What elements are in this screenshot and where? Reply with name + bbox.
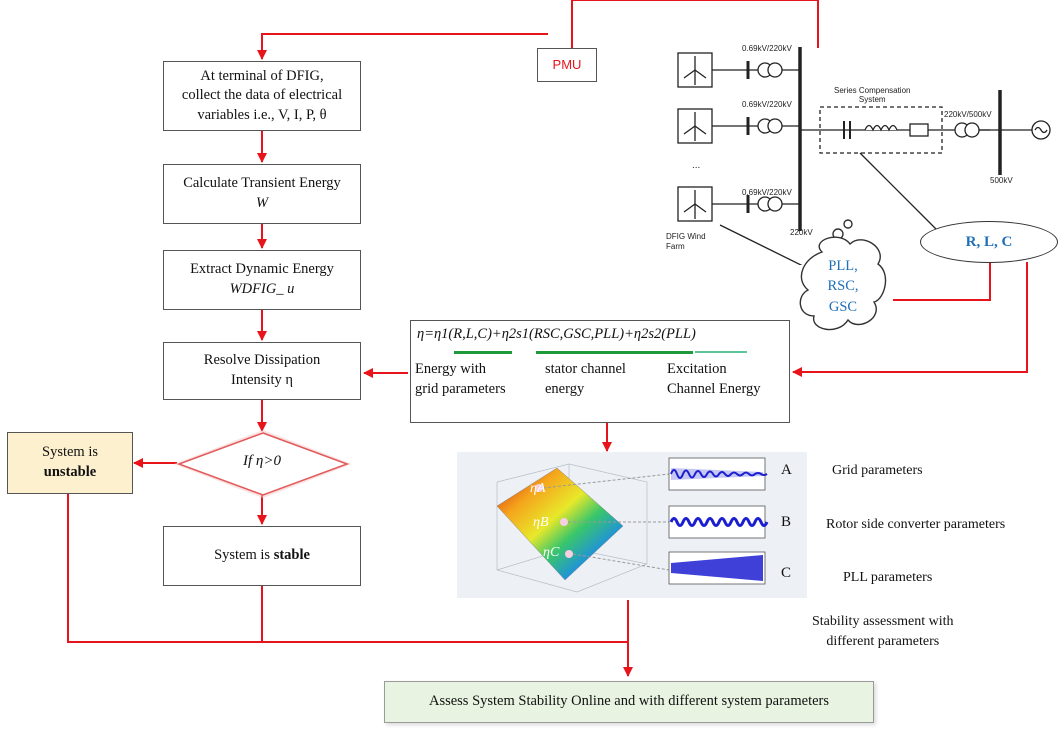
- row-a-letter: A: [781, 462, 792, 478]
- term-excitation-line-1: Excitation: [667, 361, 727, 377]
- waveform-panel-b: [668, 505, 769, 539]
- underline-excitation: [695, 351, 747, 353]
- assess-stability-box: Assess System Stability Online and with …: [384, 681, 874, 723]
- underline-grid: [454, 351, 512, 354]
- stable-box: System is stable: [163, 526, 361, 586]
- underline-stator: [536, 351, 693, 354]
- surface-plot: [496, 467, 624, 581]
- term-stator-line-1: stator channel: [545, 361, 626, 377]
- rlc-feed-line: [893, 262, 991, 301]
- wind-farm-line-2: Farm: [666, 241, 685, 251]
- point-b-marker: [560, 518, 568, 526]
- wind-turbine-icon-2: [677, 108, 713, 144]
- row-b-letter: B: [781, 514, 792, 530]
- stability-note-line-2: different parameters: [826, 634, 940, 650]
- rlc-label: R, L, C: [965, 233, 1013, 250]
- row-a-desc: Grid parameters: [832, 463, 923, 478]
- bus-220-label: 220kV: [790, 228, 813, 237]
- row-b-desc: Rotor side converter parameters: [826, 517, 1006, 532]
- transient-label: Calculate Transient Energy: [183, 175, 341, 192]
- equation-formula: η=η1(R,L,C)+η2s1(RSC,GSC,PLL)+η2s2(PLL): [417, 326, 696, 342]
- rlc-to-equation-arrow: [792, 262, 1028, 377]
- equation-box: η=η1(R,L,C)+η2s1(RSC,GSC,PLL)+η2s2(PLL) …: [410, 320, 790, 423]
- pmu-feed-line: [571, 0, 819, 48]
- series-comp-label: Series Compensation System: [834, 86, 910, 104]
- transformer-label-1: 0.69kV/220kV: [742, 44, 792, 53]
- term-stator-line-2: energy: [545, 381, 585, 398]
- transformer-label-3: 0.69kV/220kV: [742, 188, 792, 197]
- term-grid-line-2: grid parameters: [415, 381, 506, 398]
- dynamic-energy-box: Extract Dynamic Energy WDFIG_ u: [163, 250, 361, 310]
- unstable-line-1: System is: [42, 444, 98, 461]
- stability-note-line-1: Stability assessment with: [812, 614, 954, 629]
- controller-pll: PLL,: [828, 258, 858, 274]
- unstable-bold: unstable: [43, 464, 97, 480]
- transformer-label-2: 0.69kV/220kV: [742, 100, 792, 109]
- unstable-box: System is unstable: [7, 432, 133, 494]
- term-grid-line-1: Energy with: [415, 361, 487, 377]
- stability-note: Stability assessment with different para…: [812, 612, 954, 653]
- stable-bold: stable: [273, 547, 310, 564]
- controller-gsc: GSC: [828, 298, 858, 315]
- wind-farm-line-1: DFIG Wind: [666, 232, 706, 241]
- decision-label: If η>0: [243, 453, 281, 469]
- wind-farm-label: DFIG Wind Farm: [666, 232, 706, 251]
- waveform-panel-a: [668, 457, 768, 491]
- term-excitation: Excitation Channel Energy: [667, 359, 761, 400]
- collect-line-2: collect the data of electrical: [181, 87, 343, 104]
- pmu-box: PMU: [537, 48, 597, 82]
- rlc-callout: R, L, C: [920, 221, 1058, 263]
- collect-data-box: At terminal of DFIG, collect the data of…: [163, 61, 361, 131]
- results-graphics: [496, 457, 769, 593]
- controller-labels: PLL, RSC, GSC: [808, 256, 878, 317]
- extract-label: Extract Dynamic Energy: [190, 261, 334, 278]
- collect-line-1: At terminal of DFIG,: [200, 67, 324, 84]
- pmu-to-collect-arrow: [257, 33, 548, 60]
- wind-turbine-icon-3: [677, 186, 713, 222]
- stable-label: System is stable: [214, 546, 310, 566]
- resolve-label-2: Intensity η: [231, 372, 293, 388]
- series-comp-line-1: Series Compensation: [834, 86, 911, 95]
- point-a-marker: [535, 484, 543, 492]
- pmu-label: PMU: [552, 57, 582, 73]
- decision-diamond: [174, 430, 352, 498]
- series-comp-line-2: System: [858, 95, 886, 104]
- unstable-merge-line: [67, 494, 628, 643]
- point-c-marker: [565, 550, 573, 558]
- row-c-desc: PLL parameters: [843, 570, 933, 585]
- bus-500-label: 500kV: [990, 176, 1013, 185]
- wind-turbine-icon-1: [677, 52, 713, 88]
- dashed-leaders: [542, 473, 670, 571]
- term-stator: stator channel energy: [545, 359, 626, 400]
- eta-b-label: ηB: [533, 515, 549, 530]
- row-c-letter: C: [781, 565, 792, 581]
- extract-variable: WDFIG_ u: [229, 281, 295, 297]
- assess-label: Assess System Stability Online and with …: [428, 693, 830, 710]
- power-system-diagram: [677, 47, 1051, 265]
- transient-variable: W: [255, 195, 269, 211]
- resolve-label: Resolve Dissipation: [203, 352, 321, 369]
- turbine-ellipsis: ...: [692, 160, 701, 171]
- stable-prefix: System is: [214, 547, 274, 564]
- collect-line-3: variables i.e., V, I, P, θ: [197, 106, 327, 123]
- controller-rsc: RSC,: [827, 278, 859, 295]
- term-grid: Energy with grid parameters: [415, 359, 506, 400]
- eta-c-label: ηC: [543, 545, 560, 560]
- grid-transformer-label: 220kV/500kV: [944, 110, 992, 119]
- waveform-panel-c: [668, 551, 766, 585]
- term-excitation-line-2: Channel Energy: [667, 381, 761, 398]
- controller-cloud: [799, 219, 887, 331]
- transient-energy-box: Calculate Transient Energy W: [163, 164, 361, 224]
- dissipation-box: Resolve Dissipation Intensity η: [163, 342, 361, 400]
- eta-a-label: ηA: [530, 481, 546, 496]
